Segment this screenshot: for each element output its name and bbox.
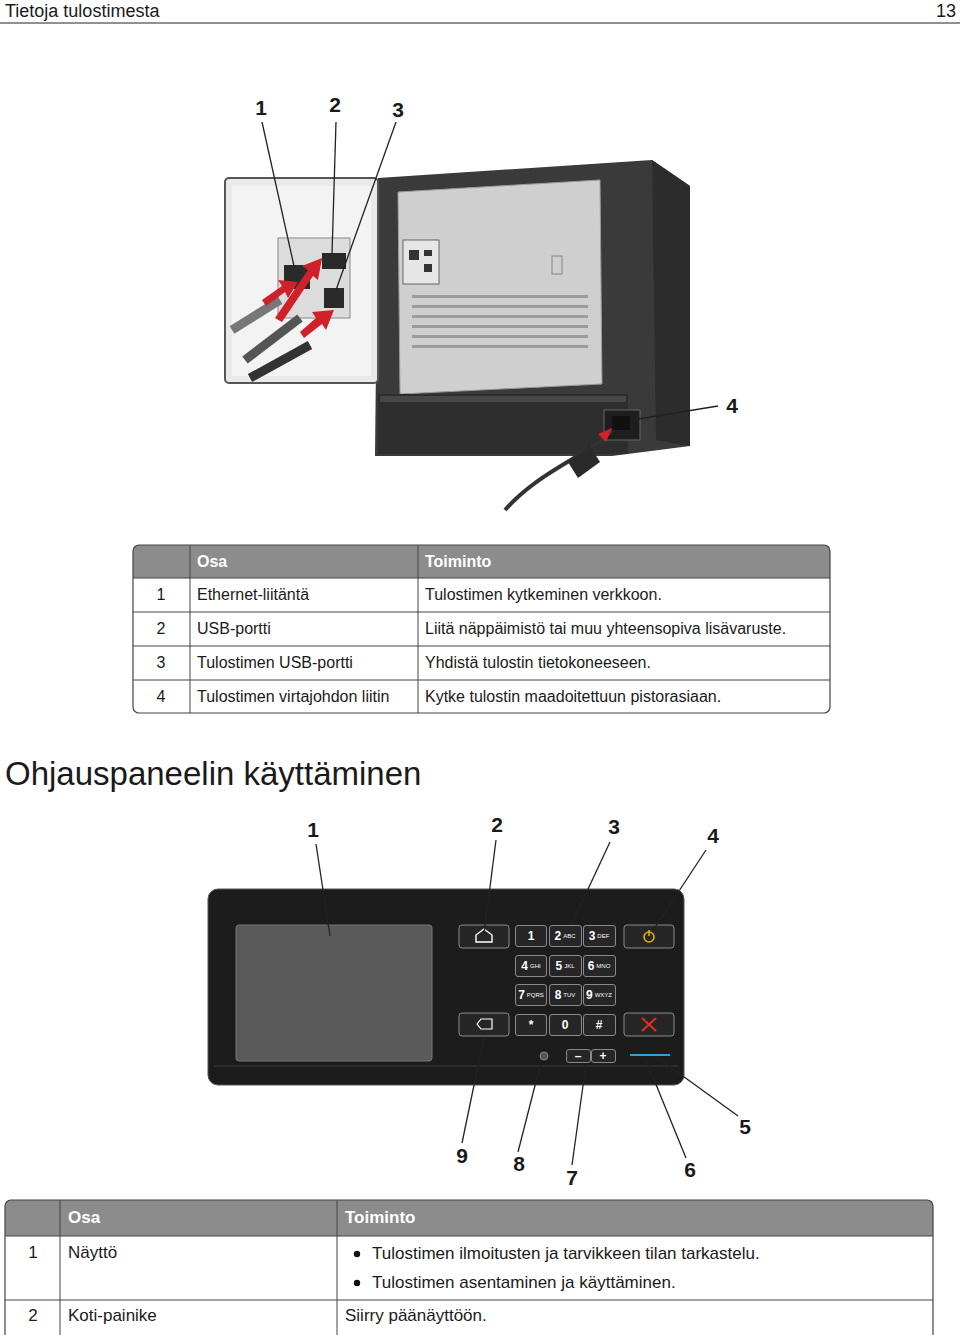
callout-number: 9 bbox=[456, 1144, 468, 1168]
keypad-key: + bbox=[591, 1049, 616, 1063]
callout-number: 4 bbox=[707, 824, 719, 848]
callout-number: 3 bbox=[608, 815, 620, 839]
key-letters: WXYZ bbox=[595, 992, 612, 998]
table-cell: USB-portti bbox=[197, 620, 271, 638]
table-cell: 4 bbox=[157, 688, 166, 706]
table-header: Osa bbox=[68, 1208, 100, 1228]
key-letters: GHI bbox=[530, 963, 541, 969]
page-header: Tietoja tulostimesta bbox=[5, 1, 159, 22]
table-cell: Yhdistä tulostin tietokoneeseen. bbox=[425, 654, 651, 672]
parts-table bbox=[133, 545, 830, 713]
key-digit: 5 bbox=[555, 959, 562, 973]
keypad-key: 0 bbox=[549, 1014, 582, 1036]
table-cell: Tulostimen virtajohdon liitin bbox=[197, 688, 389, 706]
keypad-key: 5JKL bbox=[549, 955, 582, 977]
callout-number: 1 bbox=[255, 96, 267, 120]
table-cell: Koti-painike bbox=[68, 1306, 157, 1326]
table-cell: Tulostimen USB-portti bbox=[197, 654, 353, 672]
key-letters: DEF bbox=[597, 933, 609, 939]
table-header: Toiminto bbox=[425, 553, 491, 571]
table-cell: 1 bbox=[157, 586, 166, 604]
key-letters: MNO bbox=[596, 963, 610, 969]
key-letters: ABC bbox=[563, 933, 575, 939]
callout-number: 7 bbox=[566, 1166, 578, 1190]
section-heading: Ohjauspaneelin käyttäminen bbox=[5, 755, 421, 793]
keypad-key: – bbox=[566, 1049, 591, 1063]
key-digit: + bbox=[599, 1049, 606, 1063]
table-cell: Kytke tulostin maadoitettuun pistorasiaa… bbox=[425, 688, 721, 706]
table-cell: Tulostimen asentaminen ja käyttäminen. bbox=[372, 1273, 676, 1293]
table-cell: 2 bbox=[157, 620, 166, 638]
table-cell: Tulostimen kytkeminen verkkoon. bbox=[425, 586, 662, 604]
key-letters: PQRS bbox=[527, 992, 544, 998]
callout-number: 6 bbox=[684, 1158, 696, 1182]
key-digit: 0 bbox=[562, 1018, 569, 1032]
key-digit: 7 bbox=[518, 988, 525, 1002]
table-header: Osa bbox=[197, 553, 227, 571]
port-detail-inset bbox=[225, 178, 378, 383]
keypad-key: 4GHI bbox=[515, 955, 547, 977]
key-digit: 9 bbox=[586, 988, 593, 1002]
key-letters: TUV bbox=[563, 992, 575, 998]
leader-lines bbox=[262, 122, 718, 420]
keypad-key: # bbox=[583, 1014, 616, 1036]
key-digit: * bbox=[529, 1018, 534, 1032]
key-digit: 3 bbox=[589, 929, 596, 943]
bullet bbox=[354, 1280, 360, 1286]
table-cell: 1 bbox=[28, 1243, 37, 1263]
page-number: 13 bbox=[936, 1, 956, 22]
key-digit: – bbox=[575, 1049, 582, 1063]
table-cell: Ethernet-liitäntä bbox=[197, 586, 309, 604]
callout-number: 2 bbox=[329, 93, 341, 117]
table-cell: Näyttö bbox=[68, 1243, 117, 1263]
keypad-key: * bbox=[515, 1014, 547, 1036]
parts-table bbox=[5, 1200, 933, 1335]
table-cell: Liitä näppäimistö tai muu yhteensopiva l… bbox=[425, 620, 786, 638]
key-letters: JKL bbox=[564, 963, 574, 969]
keypad-key: 6MNO bbox=[583, 955, 616, 977]
callout-number: 5 bbox=[739, 1115, 751, 1139]
keypad-key: 1 bbox=[515, 925, 547, 947]
table-cell: Siirry päänäyttöön. bbox=[345, 1306, 487, 1326]
keypad-key: 9WXYZ bbox=[583, 984, 616, 1006]
header-rule bbox=[0, 22, 960, 23]
leader-lines bbox=[316, 840, 738, 1165]
key-digit: 8 bbox=[555, 988, 562, 1002]
table-cell: 3 bbox=[157, 654, 166, 672]
callout-number: 2 bbox=[491, 813, 503, 837]
keypad-key: 8TUV bbox=[549, 984, 582, 1006]
callout-number: 4 bbox=[726, 394, 738, 418]
table-header: Toiminto bbox=[345, 1208, 416, 1228]
callout-number: 1 bbox=[307, 818, 319, 842]
callout-number: 3 bbox=[392, 98, 404, 122]
keypad-key: 7PQRS bbox=[515, 984, 547, 1006]
key-digit: 1 bbox=[528, 929, 535, 943]
printer-illustration bbox=[375, 160, 690, 510]
control-panel bbox=[208, 889, 684, 1085]
keypad-key: 2ABC bbox=[549, 925, 582, 947]
key-digit: 2 bbox=[554, 929, 561, 943]
table-cell: 2 bbox=[28, 1306, 37, 1326]
keypad-key: 3DEF bbox=[583, 925, 616, 947]
key-digit: # bbox=[596, 1018, 603, 1032]
bullet bbox=[354, 1251, 360, 1257]
callout-number: 8 bbox=[513, 1152, 525, 1176]
key-digit: 6 bbox=[588, 959, 595, 973]
table-cell: Tulostimen ilmoitusten ja tarvikkeen til… bbox=[372, 1244, 760, 1264]
key-digit: 4 bbox=[521, 959, 528, 973]
